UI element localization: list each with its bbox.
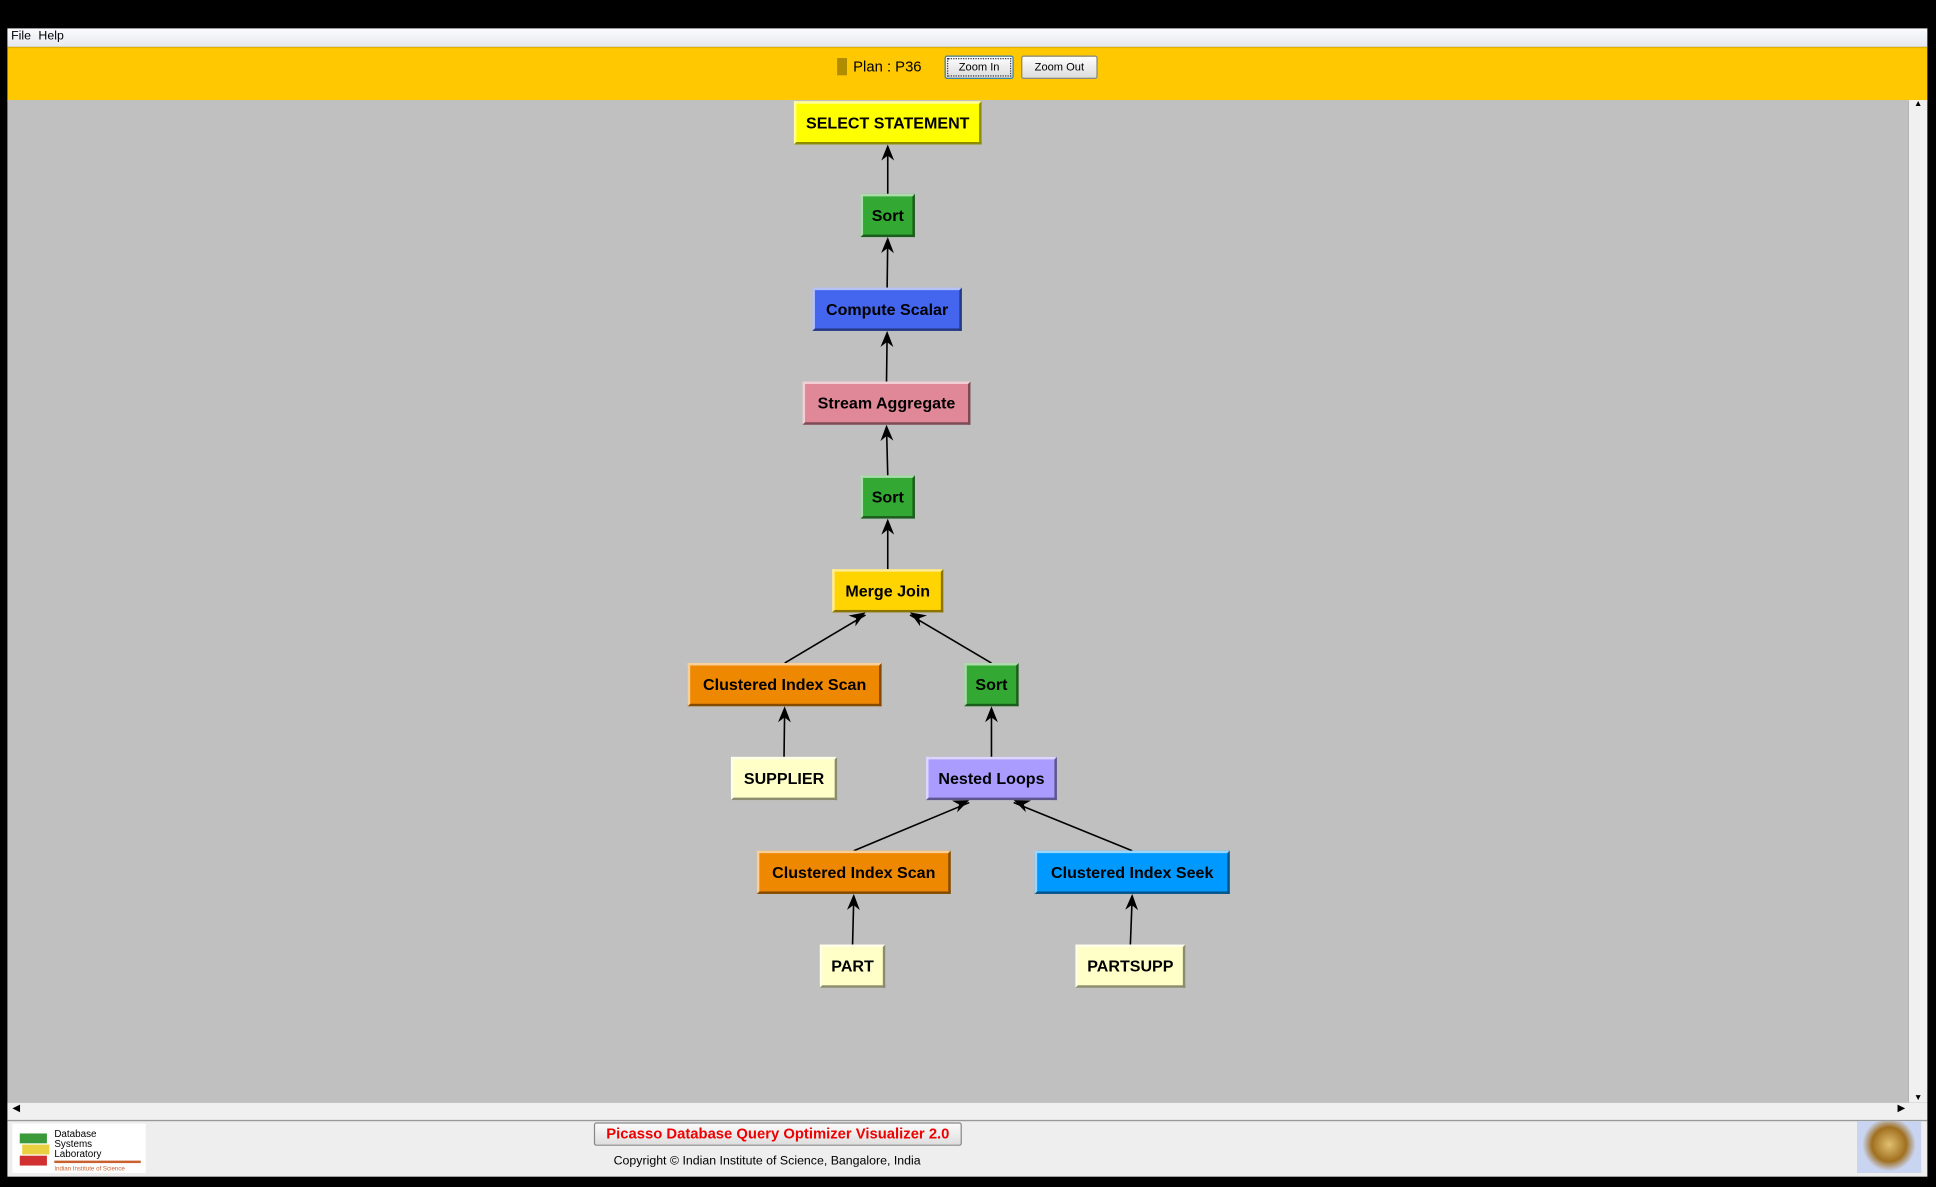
plan-node-partsupp[interactable]: PARTSUPP [1075,944,1186,988]
arrowhead-icon [846,893,860,911]
arrowhead-icon [985,706,998,723]
zoom-out-button[interactable]: Zoom Out [1021,55,1098,80]
plan-node-nested-loops[interactable]: Nested Loops [926,756,1057,801]
arrowhead-icon [881,144,895,161]
arrowhead-icon [909,612,927,627]
app-title-button[interactable]: Picasso Database Query Optimizer Visuali… [593,1122,962,1146]
iisc-crest-logo [1856,1121,1922,1173]
plan-edge [784,614,866,664]
menu-bar: File Help [7,28,1928,47]
arrowhead-icon [1125,893,1139,911]
scroll-up-icon[interactable]: ▲ [1913,100,1923,109]
arrowhead-icon [1013,800,1031,813]
plan-edge [853,801,970,852]
arrowhead-icon [881,518,895,535]
plan-color-swatch [837,58,848,76]
arrowhead-icon [880,424,894,441]
plan-node-sort[interactable]: Sort [964,663,1019,707]
plan-label: Plan : P36 [853,58,922,76]
arrowhead-icon [951,800,970,813]
svg-text:Systems: Systems [54,1139,92,1150]
toolbar: Plan : P36 Zoom In Zoom Out [7,46,1928,102]
scroll-left-icon[interactable]: ◀ [12,1102,20,1114]
vertical-scrollbar[interactable]: ▲▼ [1908,100,1928,1103]
plan-node-part[interactable]: PART [819,944,886,988]
plan-edges [778,144,1139,945]
arrowhead-icon [881,237,894,254]
plan-node-clustered-index-seek[interactable]: Clustered Index Seek [1034,850,1230,894]
plan-node-stream-aggregate[interactable]: Stream Aggregate [802,381,971,425]
plan-node-clustered-index-scan[interactable]: Clustered Index Scan [687,663,882,707]
plan-node-select-statement[interactable]: SELECT STATEMENT [793,101,982,145]
plan-edge [909,614,992,664]
menu-file[interactable]: File [11,29,32,44]
plan-node-merge-join[interactable]: Merge Join [832,569,944,613]
horizontal-scrollbar[interactable]: ◀▶ [7,1102,1928,1122]
plan-node-clustered-index-scan[interactable]: Clustered Index Scan [756,850,951,894]
plan-edge [1013,801,1133,852]
arrowhead-icon [778,706,791,723]
scroll-right-icon[interactable]: ▶ [1897,1102,1906,1114]
menu-help[interactable]: Help [38,29,64,44]
plan-node-compute-scalar[interactable]: Compute Scalar [812,287,962,331]
svg-text:Laboratory: Laboratory [54,1149,101,1160]
plan-node-sort[interactable]: Sort [860,193,915,238]
plan-node-supplier[interactable]: SUPPLIER [730,756,838,801]
zoom-in-button[interactable]: Zoom In [944,55,1014,80]
arrowhead-icon [880,330,894,348]
svg-text:Indian Institute of Science: Indian Institute of Science [54,1165,125,1172]
plan-node-sort[interactable]: Sort [860,475,915,519]
copyright-text: Copyright © Indian Institute of Science,… [613,1154,921,1169]
scroll-down-icon[interactable]: ▼ [1913,1093,1923,1103]
arrowhead-icon [848,612,866,627]
svg-text:Database: Database [54,1129,97,1140]
